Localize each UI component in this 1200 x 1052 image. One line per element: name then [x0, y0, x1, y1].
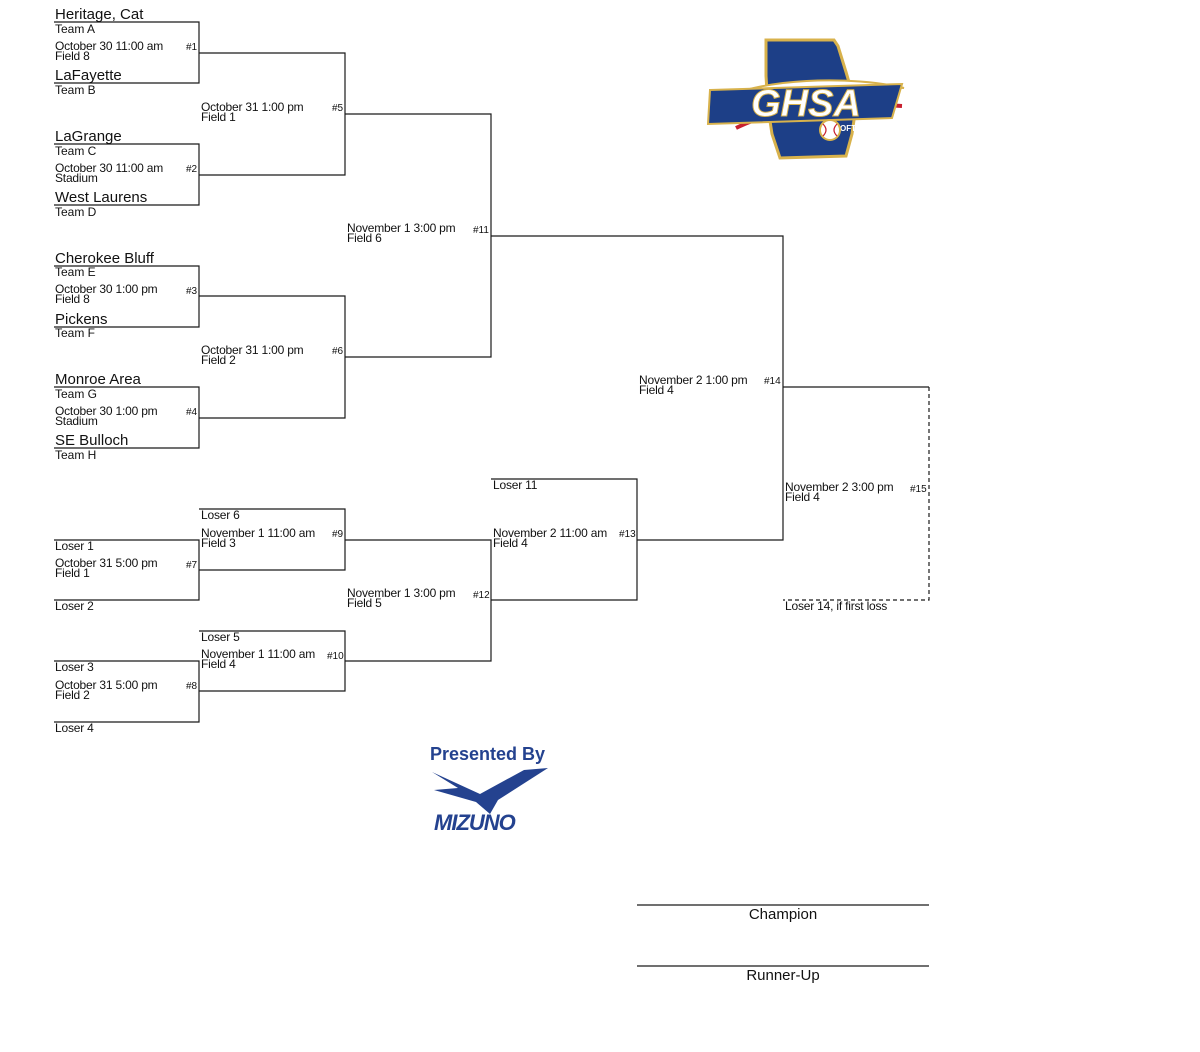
- game-11-field: Field 6: [347, 231, 382, 245]
- game-4-number: #4: [186, 407, 198, 418]
- team-name-e: Cherokee Bluff: [55, 250, 154, 267]
- team-name-h: SE Bulloch: [55, 432, 129, 449]
- team-seed-e: Team E: [55, 265, 96, 279]
- game-4-field: Stadium: [55, 414, 98, 428]
- team-seed-h: Team H: [55, 448, 97, 462]
- team-name-b: LaFayette: [55, 67, 122, 84]
- game-10-field: Field 4: [201, 657, 236, 671]
- presented-by-text: Presented By: [430, 744, 546, 764]
- loser-6-label: Loser 6: [201, 508, 240, 522]
- game-13-field: Field 4: [493, 536, 528, 550]
- bracket-line-game-14: [491, 235, 784, 541]
- loser-4-label: Loser 4: [55, 721, 94, 735]
- ghsa-logo-graphic: GHSA SOFTBALL: [706, 38, 905, 160]
- game-3-number: #3: [186, 286, 198, 297]
- game-15-date: November 2 3:00 pm: [785, 480, 894, 494]
- game-6-field: Field 2: [201, 353, 236, 367]
- game-5-number: #5: [332, 103, 344, 114]
- team-seed-b: Team B: [55, 83, 96, 97]
- team-name-f: Pickens: [55, 311, 108, 328]
- team-seed-c: Team C: [55, 144, 97, 158]
- mizuno-runbird-icon: MIZUNO: [432, 768, 548, 835]
- game-2-number: #2: [186, 164, 198, 175]
- game-6-number: #6: [332, 346, 344, 357]
- game-13-number: #13: [619, 529, 636, 540]
- game-8-field: Field 2: [55, 688, 90, 702]
- game-7-number: #7: [186, 560, 198, 571]
- mizuno-logo: MIZUNO: [428, 766, 552, 836]
- game-1-number: #1: [186, 42, 198, 53]
- game-6-date: October 31 1:00 pm: [201, 343, 304, 357]
- game-5-date: October 31 1:00 pm: [201, 100, 304, 114]
- champion-label: Champion: [748, 906, 818, 923]
- loser-5-label: Loser 5: [201, 630, 240, 644]
- game-8-date: October 31 5:00 pm: [55, 678, 158, 692]
- ghsa-logo: GHSA SOFTBALL: [706, 36, 906, 164]
- runner-up-label: Runner-Up: [746, 967, 820, 984]
- loser-2-label: Loser 2: [55, 599, 94, 613]
- game-14-number: #14: [764, 376, 781, 387]
- team-name-a: Heritage, Cat: [55, 6, 144, 23]
- game-15-field: Field 4: [785, 490, 820, 504]
- game-11-date: November 1 3:00 pm: [347, 221, 456, 235]
- bracket-line-game-15-if-necessary: [783, 387, 930, 601]
- game-4-date: October 30 1:00 pm: [55, 404, 158, 418]
- game-12-date: November 1 3:00 pm: [347, 586, 456, 600]
- game-12-number: #12: [473, 590, 490, 601]
- game-1-date: October 30 11:00 am: [55, 39, 164, 53]
- game-10-number: #10: [327, 651, 344, 662]
- game-14-date: November 2 1:00 pm: [639, 373, 748, 387]
- game-2-date: October 30 11:00 am: [55, 161, 164, 175]
- team-name-g: Monroe Area: [55, 371, 141, 388]
- loser-11-label: Loser 11: [493, 478, 538, 492]
- mizuno-wordmark: MIZUNO: [434, 810, 516, 835]
- team-seed-a: Team A: [55, 22, 96, 36]
- game-7-field: Field 1: [55, 566, 90, 580]
- game-13-date: November 2 11:00 am: [493, 526, 608, 540]
- game-1-field: Field 8: [55, 49, 90, 63]
- loser-1-label: Loser 1: [55, 539, 94, 553]
- game-8-number: #8: [186, 681, 198, 692]
- game-2-field: Stadium: [55, 171, 98, 185]
- team-seed-d: Team D: [55, 205, 97, 219]
- game-3-field: Field 8: [55, 292, 90, 306]
- team-name-d: West Laurens: [55, 189, 148, 206]
- game-15-number: #15: [910, 484, 927, 495]
- game-3-date: October 30 1:00 pm: [55, 282, 158, 296]
- game-12-field: Field 5: [347, 596, 382, 610]
- team-seed-g: Team G: [55, 387, 98, 401]
- team-name-c: LaGrange: [55, 128, 122, 145]
- game-14-field: Field 4: [639, 383, 674, 397]
- game-9-number: #9: [332, 529, 344, 540]
- game-9-field: Field 3: [201, 536, 236, 550]
- game-10-date: November 1 11:00 am: [201, 647, 316, 661]
- loser-14-label: Loser 14, if first loss: [785, 599, 888, 613]
- loser-3-label: Loser 3: [55, 660, 94, 674]
- team-seed-f: Team F: [55, 326, 96, 340]
- game-5-field: Field 1: [201, 110, 236, 124]
- game-11-number: #11: [473, 225, 489, 236]
- ghsa-logo-subtext: SOFTBALL: [835, 124, 878, 133]
- ghsa-logo-text: GHSA: [751, 83, 861, 125]
- game-9-date: November 1 11:00 am: [201, 526, 316, 540]
- game-7-date: October 31 5:00 pm: [55, 556, 158, 570]
